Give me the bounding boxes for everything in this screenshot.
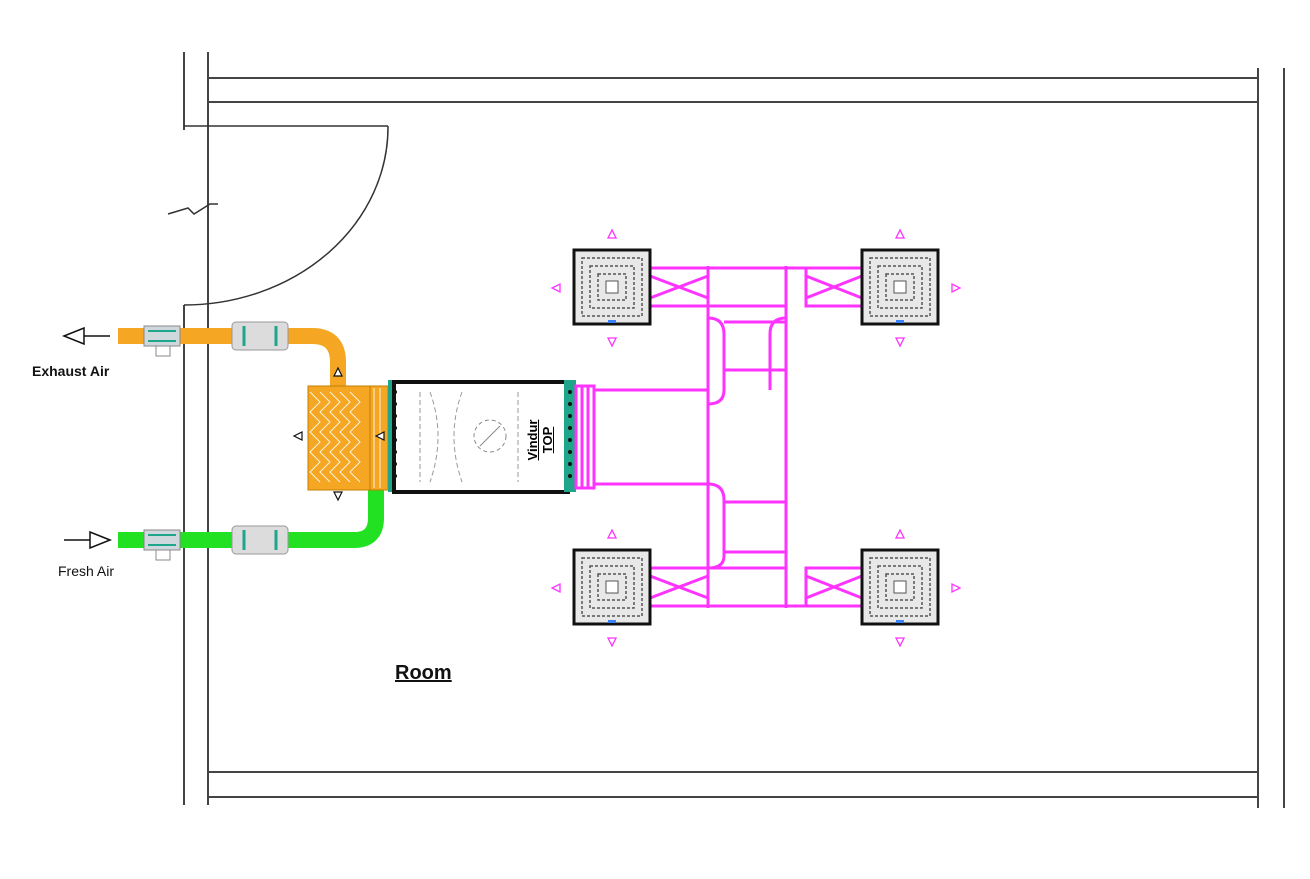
supply-ductwork	[574, 266, 864, 608]
intake-plenum	[307, 385, 389, 491]
airflow-triangle-icon	[292, 366, 385, 502]
arrow-right-icon	[64, 530, 113, 550]
unit-name-label: Vindur TOP	[525, 419, 555, 461]
room-label: Room	[395, 662, 452, 684]
arrow-left-icon	[61, 326, 110, 346]
ceiling-diffuser-icon	[572, 248, 940, 626]
exhaust-air-label: Exhaust Air	[32, 363, 110, 379]
fresh-duct	[118, 484, 384, 561]
fan-icon	[473, 419, 507, 453]
fresh-air-label: Fresh Air	[58, 563, 115, 579]
ventilation-unit	[388, 380, 576, 494]
exhaust-duct	[118, 321, 346, 388]
diffuser-airflow-markers	[550, 228, 962, 648]
door	[167, 125, 389, 306]
walls	[183, 52, 1285, 808]
